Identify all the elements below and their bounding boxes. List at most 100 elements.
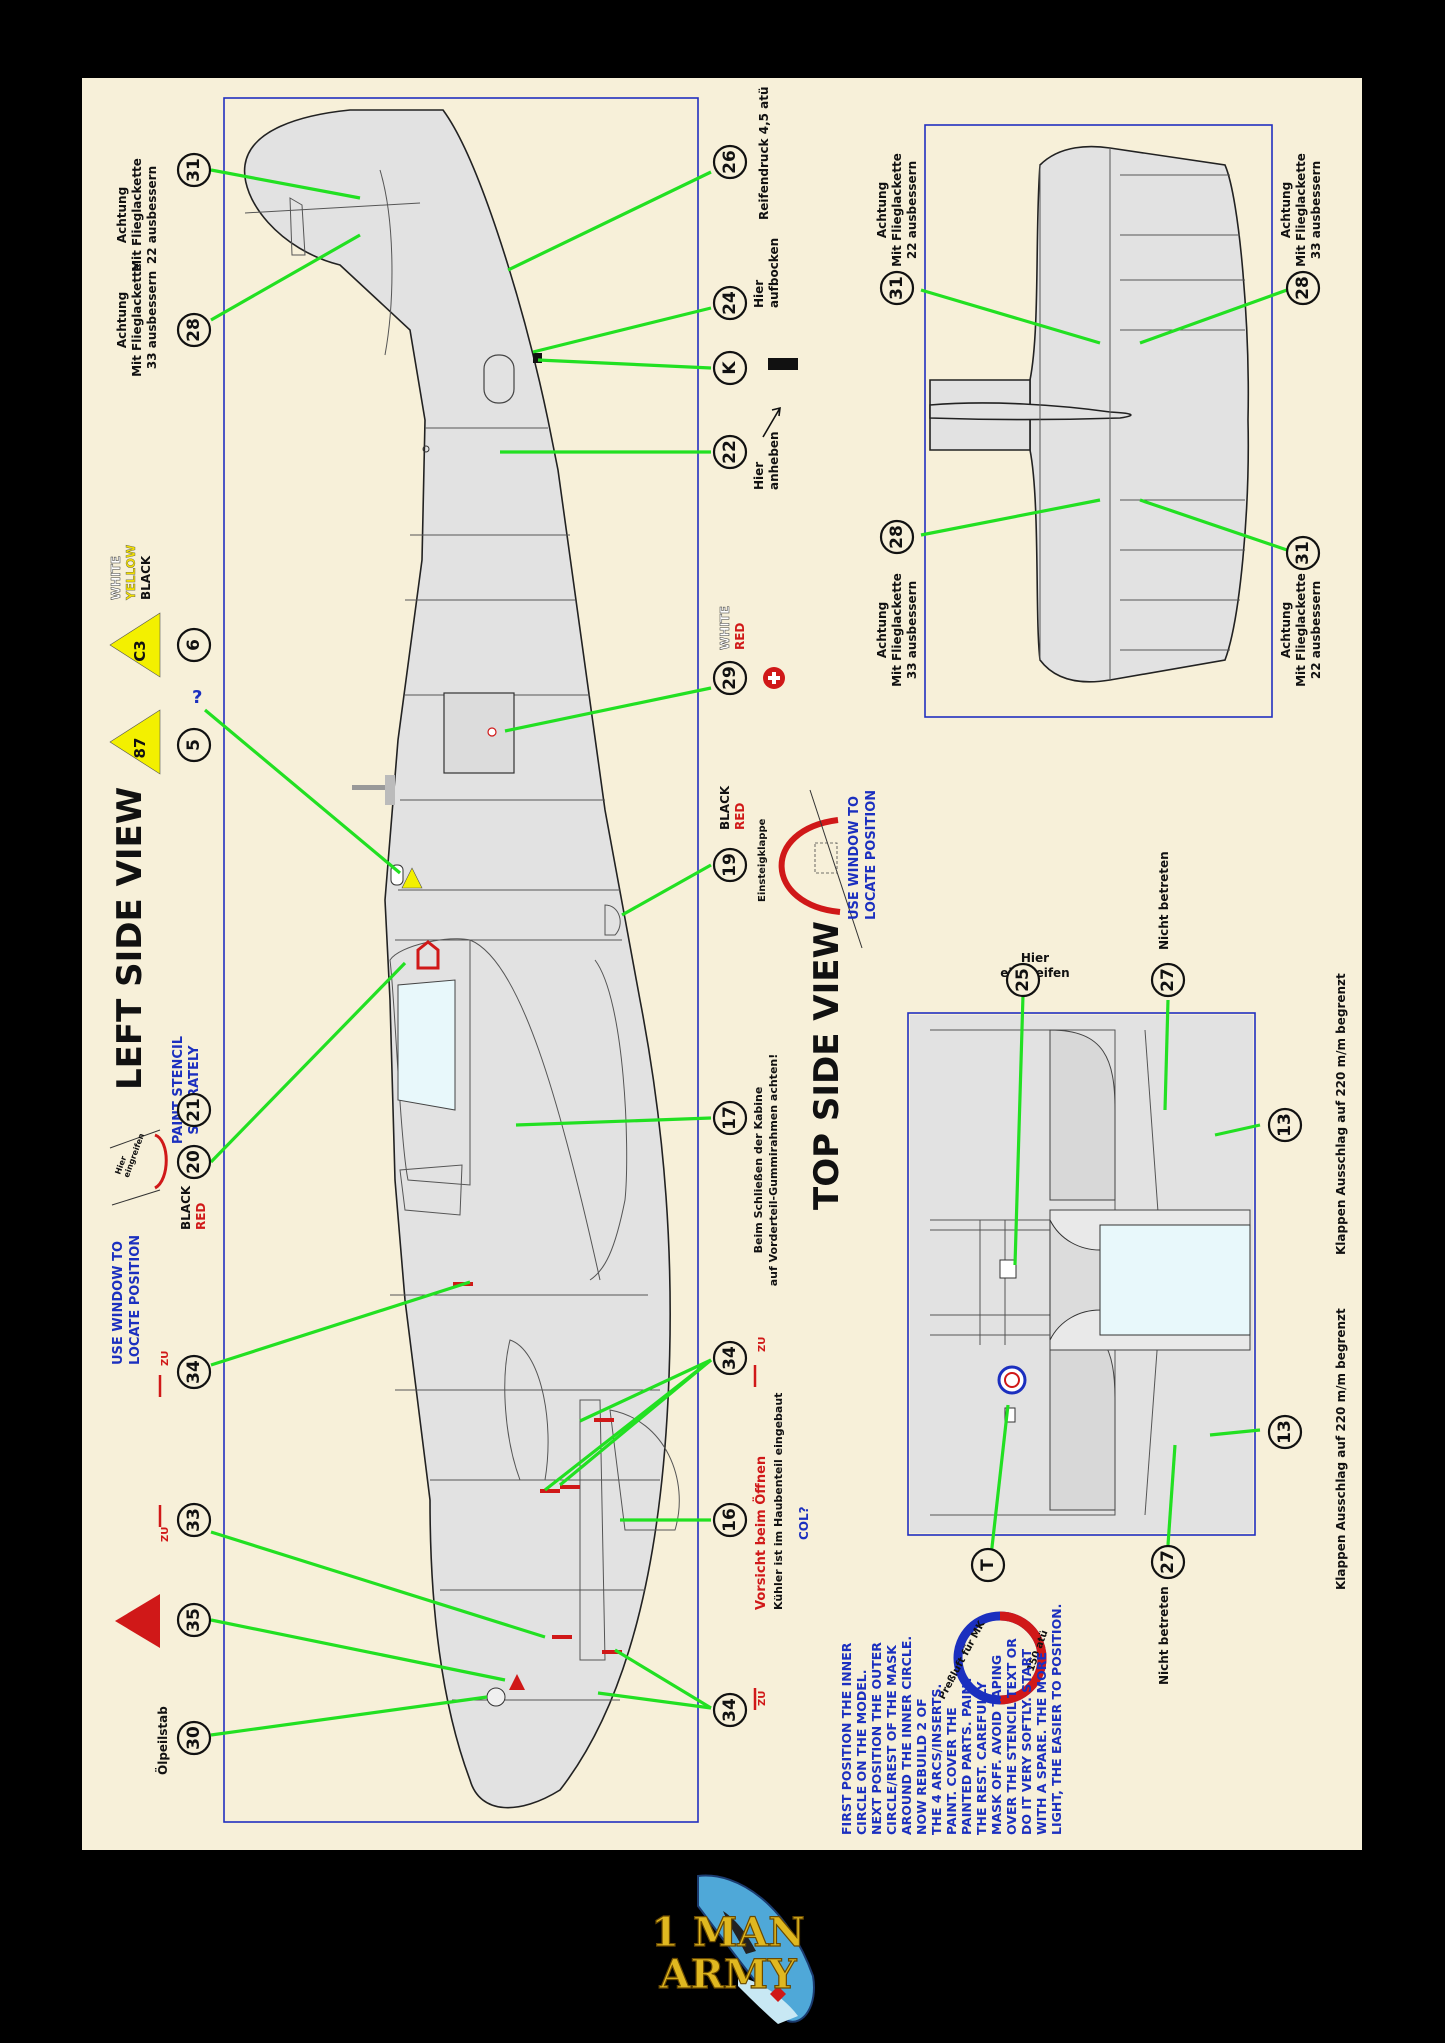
svg-text:PAINTED PARTS. PAINT: PAINTED PARTS. PAINT [959,1675,974,1835]
top-view-wing-frame [924,124,1273,718]
svg-text:Mit Flieglackette: Mit Flieglackette [130,263,144,377]
svg-text:auf Vorderteil-Gummirahmen ach: auf Vorderteil-Gummirahmen achten! [767,1054,780,1287]
svg-text:Beim Schließen der Kabine: Beim Schließen der Kabine [752,1087,765,1254]
arrow-icon [762,406,781,438]
svg-text:19: 19 [720,853,740,877]
callout-27-top: 27 [1150,962,1186,998]
one-man-army-logo: 1 MAN ARMY [651,1874,815,2024]
svg-text:17: 17 [720,1106,740,1130]
svg-text:Achtung: Achtung [115,292,129,348]
triangle-c3: C3 [109,612,161,678]
svg-text:AROUND THE INNER CIRCLE.: AROUND THE INNER CIRCLE. [899,1636,914,1835]
zu-marker-3: ZU [753,1337,768,1387]
svg-text:LOCATE POSITION: LOCATE POSITION [128,1235,143,1365]
svg-text:31: 31 [184,158,204,182]
achtung-22-label: Achtung Mit Flieglackette 22 ausbessern [115,158,159,272]
red-cross-icon [763,667,785,689]
svg-text:ARMY: ARMY [658,1951,797,1998]
svg-text:20: 20 [184,1150,204,1174]
left-side-aircraft [243,109,680,1809]
aufbocken-bar-icon [768,358,798,370]
svg-text:31: 31 [887,276,907,300]
instructions-block: FIRST POSITION THE INNER CIRCLE ON THE M… [839,1604,1064,1835]
svg-text:28: 28 [184,318,204,342]
top-view-cockpit-frame [907,1012,1256,1536]
svg-text:Kühler ist im Haubenteil einge: Kühler ist im Haubenteil eingebaut [772,1393,785,1610]
top-view-cockpit [910,1015,1253,1533]
paint-stencil-note: PAINT STENCIL SEPARATELY [171,1036,202,1144]
achtung-22-label-top: Achtung Mit Flieglackette 22 ausbessern [875,153,919,267]
svg-text:Mit Flieglackette: Mit Flieglackette [890,573,904,687]
svg-text:Achtung: Achtung [875,602,889,658]
svg-text:USE WINDOW TO: USE WINDOW TO [847,796,862,920]
callout-21: 21 [176,1092,212,1128]
svg-text:YELLOW: YELLOW [124,545,138,601]
svg-text:27: 27 [1158,968,1178,992]
callout-25: 25 [1005,962,1041,998]
svg-text:ZU: ZU [757,1337,768,1352]
svg-text:Vorsicht beim Öffnen: Vorsicht beim Öffnen [753,1456,769,1610]
callout-31-wing-right: 31 [1285,535,1321,571]
svg-text:28: 28 [1293,276,1313,300]
col-note: COL? [797,1506,811,1540]
achtung-33-label-top-left: Achtung Mit Flieglackette 33 ausbessern [875,573,919,687]
oelpeilstab-label: Ölpeilstab [155,1706,170,1775]
svg-text:34: 34 [184,1360,204,1384]
svg-text:CIRCLE/REST OF THE MASK: CIRCLE/REST OF THE MASK [884,1644,899,1835]
top-view-title: TOP SIDE VIEW [807,921,847,1210]
svg-text:Mit Flieglackette: Mit Flieglackette [1294,153,1308,267]
callout-31-wing-left: 31 [879,270,915,306]
callout-t: T [970,1547,1006,1583]
callout-35: 35 [176,1602,212,1638]
achtung-33-label-top: Achtung Mit Flieglackette 33 ausbessern [1279,153,1323,267]
callout-13-bottom: 13 [1267,1414,1303,1450]
callout-22: 22 [712,434,748,470]
svg-text:BLACK: BLACK [179,1185,193,1230]
achtung-33-label: Achtung Mit Flieglackette 33 ausbessern [115,263,159,377]
svg-text:RED: RED [733,623,747,650]
svg-text:ZU: ZU [160,1351,171,1366]
svg-text:MASK OFF. AVOID TAPING: MASK OFF. AVOID TAPING [989,1655,1004,1835]
svg-text:NOW REBUILD 2 OF: NOW REBUILD 2 OF [914,1698,929,1835]
svg-text:ZU: ZU [757,1691,768,1706]
callout-30: 30 [176,1720,212,1756]
top-view-wing [929,145,1250,683]
klappen-label-1: Klappen Ausschlag auf 220 m/m begrenzt [1334,973,1348,1255]
svg-text:35: 35 [184,1608,204,1632]
svg-text:25: 25 [1013,968,1033,992]
svg-text:33 ausbessern: 33 ausbessern [145,271,159,369]
callout-13-top: 13 [1267,1107,1303,1143]
callout-24: 24 [712,285,748,321]
svg-text:WHITE: WHITE [718,606,732,650]
svg-text:Mit Flieglackette: Mit Flieglackette [890,153,904,267]
svg-text:34: 34 [720,1346,740,1370]
callout-20: 20 [176,1144,212,1180]
svg-text:33 ausbessern: 33 ausbessern [1309,161,1323,259]
svg-text:Achtung: Achtung [1279,182,1293,238]
callout-34-left: 34 [176,1354,212,1390]
callout-28-wing-left: 28 [879,519,915,555]
svg-text:30: 30 [184,1726,204,1750]
triangle-87: 87 [109,709,161,775]
svg-text:OVER THE STENCIL TEXT OR: OVER THE STENCIL TEXT OR [1004,1638,1019,1835]
callout-34-right-top: 34 [712,1340,748,1376]
svg-text:6: 6 [184,639,204,651]
svg-text:CIRCLE ON THE MODEL.: CIRCLE ON THE MODEL. [854,1670,869,1836]
svg-text:22 ausbessern: 22 ausbessern [145,166,159,264]
einsteigklappe-window-icon [778,789,863,949]
svg-text:13: 13 [1275,1113,1295,1137]
svg-text:Achtung: Achtung [115,187,129,243]
use-window-note-right: USE WINDOW TO LOCATE POSITION [847,790,879,920]
zu-marker-4: ZU [753,1688,768,1710]
svg-text:PAINT STENCIL: PAINT STENCIL [171,1036,186,1144]
hier-eingreifen-icon: Hier eingreifen [109,1129,168,1206]
svg-text:31: 31 [1293,541,1313,565]
callout-5: 5 [176,727,212,763]
zu-marker-2: ZU [158,1505,171,1542]
svg-text:WHITE: WHITE [109,556,123,600]
callout-16: 16 [712,1502,748,1538]
question-mark: ? [192,687,202,708]
einsteigklappe-label: Einsteigklappe [757,818,768,902]
svg-text:BLACK: BLACK [718,785,732,830]
svg-text:34: 34 [720,1698,740,1722]
